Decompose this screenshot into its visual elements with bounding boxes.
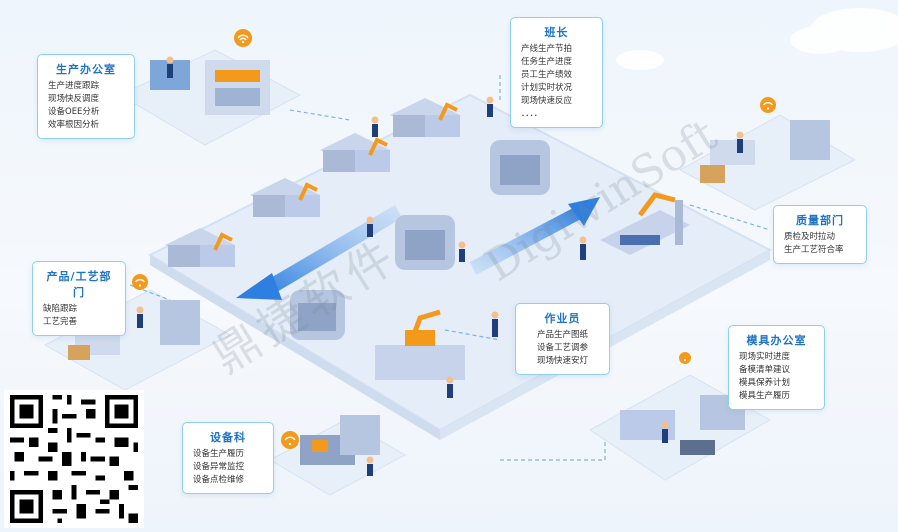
card-item: 模具保养计划 [739,378,791,388]
card-title: 产品/工艺部门 [46,270,112,299]
control-desk [600,192,690,255]
card-item: 设备点检维修 [193,475,245,485]
machine-station [165,228,235,267]
card-item: 任务生产进度 [521,57,573,67]
card-item: 生产进度跟踪 [48,81,100,91]
machine-station [320,133,390,172]
cloud-decoration [616,8,898,70]
card-item: 缺陷跟踪 [43,304,78,314]
card-item: 生产工艺符合率 [784,245,844,255]
quality-dept-card: 质量部门 质检及时拉动 生产工艺符合率 [773,205,867,264]
card-item: 工艺完善 [43,317,78,327]
cnc-machine [290,290,345,340]
card-item: 设备OEE分析 [48,107,100,117]
operator-card: 作业员 产品生产图纸 设备工艺调参 现场快速安灯 [515,303,610,375]
mold-office-card: 模具办公室 现场实时进度 备模清单建议 模具保养计划 模具生产履历 [728,325,825,410]
card-item: 质检及时拉动 [784,232,836,242]
machine-station [250,178,320,217]
card-item: 产线生产节拍 [521,44,573,54]
card-item: 效率根因分析 [48,120,100,130]
card-title: 生产办公室 [56,63,116,76]
card-item: 员工生产绩效 [521,70,573,80]
wifi-icon [234,29,252,47]
wifi-icon [132,274,148,290]
card-title: 设备科 [210,431,246,444]
office-desk [150,60,270,115]
card-item: 设备异常监控 [193,462,245,472]
wifi-icon [281,431,299,449]
card-title: 作业员 [544,312,581,325]
card-item: 设备工艺调参 [536,343,588,353]
card-item: ．．．． [521,109,543,119]
card-item: 现场实时进度 [739,352,791,362]
production-office-card: 生产办公室 生产进度跟踪 现场快反调度 设备OEE分析 效率根因分析 [37,54,135,139]
card-item: 现场快速反应 [521,96,573,106]
machine-station [390,98,460,137]
wifi-icon [760,97,776,113]
card-item: 模具生产履历 [739,391,791,401]
card-item: 现场快反调度 [48,94,100,104]
card-item: 计划实时状况 [521,83,573,93]
qr-code [4,390,144,528]
cnc-machine [490,140,550,195]
worker-figures [136,56,744,476]
equipment-machine [300,415,380,465]
card-title: 质量部门 [796,214,844,227]
card-item: 现场快速安灯 [536,356,588,366]
card-title: 模具办公室 [746,334,807,347]
card-item: 备模清单建议 [739,365,791,375]
team-leader-card: 班长 产线生产节拍 任务生产进度 员工生产绩效 计划实时状况 现场快速反应 ．．… [510,17,603,128]
card-title: 班长 [544,26,569,39]
card-item: 设备生产履历 [193,449,245,459]
office-desk [700,120,830,183]
equipment-dept-card: 设备科 设备生产履历 设备异常监控 设备点检维修 [182,422,274,494]
cnc-machine [395,215,455,270]
robot-cell [375,309,465,380]
wifi-icon [679,352,691,364]
flow-arrow-right [470,197,600,275]
product-process-dept-card: 产品/工艺部门 缺陷跟踪 工艺完善 [32,261,126,336]
card-item: 产品生产图纸 [536,330,588,340]
